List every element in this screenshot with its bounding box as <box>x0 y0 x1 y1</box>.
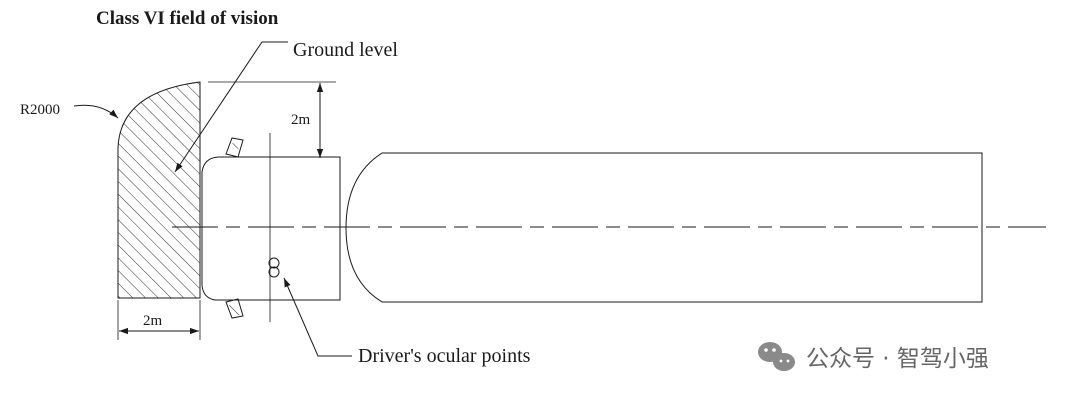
mirror-bottom <box>225 298 244 319</box>
radius-leader-arrow <box>73 104 119 119</box>
wechat-icon <box>758 342 795 371</box>
field-of-vision-area <box>117 81 201 299</box>
watermark-text: 公众号 · 智驾小强 <box>806 346 989 372</box>
ocular-points-label: Driver's ocular points <box>358 345 531 367</box>
height-dimension-label: 2m <box>291 112 311 128</box>
watermark: 公众号 · 智驾小强 <box>758 342 989 372</box>
ocular-point-lower <box>268 266 280 278</box>
trailer-body <box>345 152 983 303</box>
ocular-points-leader-arrow <box>283 277 352 357</box>
width-dimension-label: 2m <box>143 313 163 329</box>
truck-cab <box>201 156 341 301</box>
mirror-bottom-glass <box>229 303 241 316</box>
ground-level-leader-arrow <box>174 41 288 173</box>
ground-level-label: Ground level <box>293 39 398 61</box>
diagram-title: Class VI field of vision <box>96 8 279 29</box>
left-mirror-top-glass <box>229 140 241 153</box>
left-mirror-top <box>225 137 244 158</box>
radius-label: R2000 <box>20 102 60 118</box>
ocular-point-upper <box>268 257 280 269</box>
